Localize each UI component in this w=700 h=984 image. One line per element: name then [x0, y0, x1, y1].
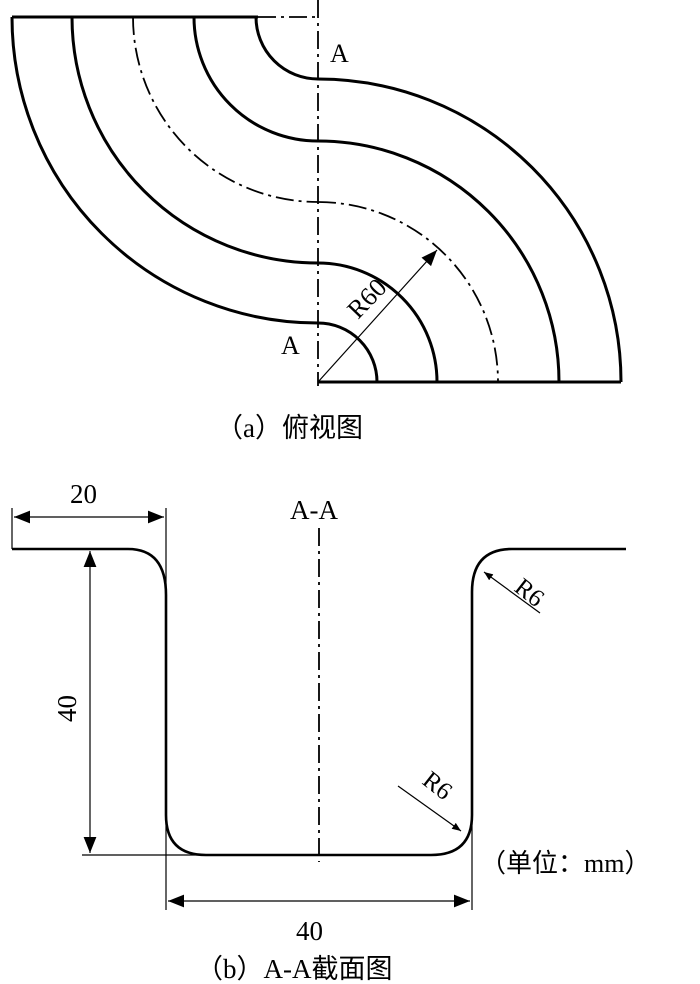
radius-top-leader	[483, 571, 541, 614]
curve-4-right	[317, 261, 439, 383]
curve-center-left	[132, 16, 319, 203]
curve-outer-left	[10, 16, 319, 325]
caption-b: （b）A-A截面图	[196, 954, 393, 984]
channel-profile	[12, 547, 626, 857]
curve-2-left	[70, 16, 319, 265]
section-label-top: A	[330, 39, 349, 68]
section-title: A-A	[290, 495, 338, 525]
caption-a: （a）俯视图	[216, 413, 363, 443]
curve-inner-right	[317, 321, 379, 383]
radius-top-label: R6	[509, 573, 549, 612]
dim-depth: 40	[52, 695, 82, 722]
curve-center-right	[317, 201, 499, 383]
radius-label: R60	[341, 273, 392, 324]
dim-width-top: 20	[70, 479, 97, 509]
section-label-bottom: A	[281, 331, 300, 360]
radius-bottom-leader	[397, 785, 462, 832]
curve-4-left	[192, 16, 319, 143]
top-view: A A R60 （a）俯视图	[10, 0, 623, 443]
radius-bottom-label: R6	[417, 766, 457, 805]
curve-inner-left	[254, 16, 319, 81]
dim-bottom-width: 40	[296, 916, 323, 946]
curve-outer-right	[317, 77, 623, 383]
radius-leader-arrow	[317, 249, 438, 383]
curve-2-right	[317, 139, 561, 383]
section-view: A-A 20 40 40 R6 R6 （单位：mm） （b）A-A截面图	[11, 479, 650, 984]
unit-note: （单位：mm）	[480, 849, 650, 878]
